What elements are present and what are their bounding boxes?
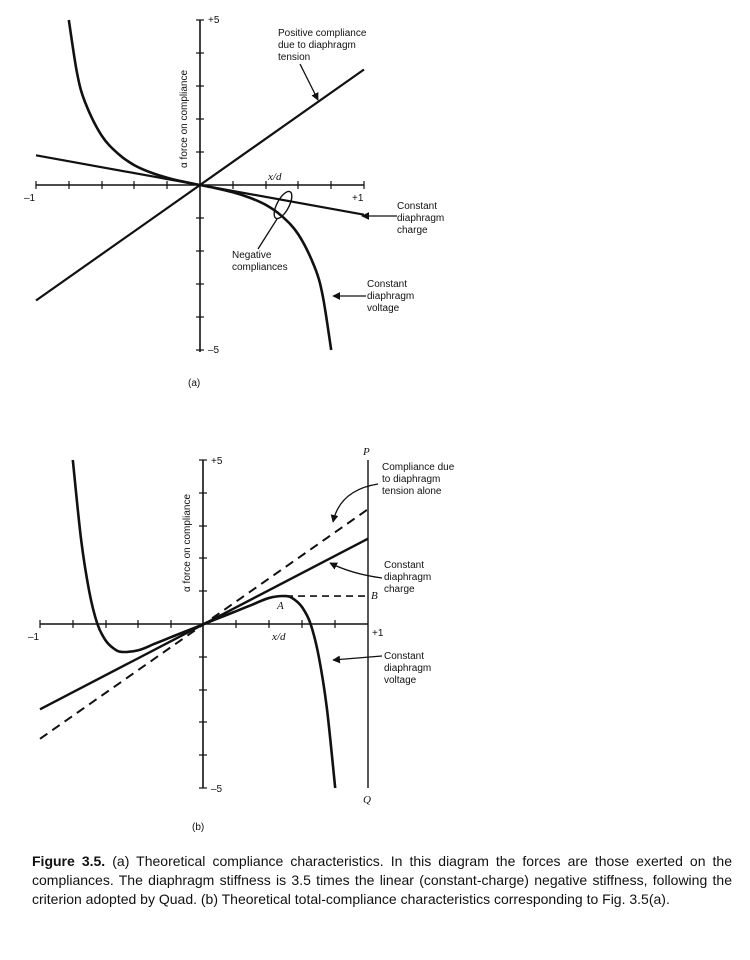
panel-a-annotation-constant-charge: Constant diaphragm charge (397, 201, 447, 236)
panel-a-y-ticks (196, 19, 204, 351)
panel-a-x-ticks (35, 181, 365, 189)
panel-b-annotation-constant-voltage: Constant diaphragm voltage (384, 651, 434, 686)
panel-a-y-axis-label: α force on compliance (179, 70, 190, 168)
panel-b-y-tick-label-min: –5 (211, 784, 223, 795)
panel-a: –1 +1 +5 –5 x/d α force on compliance Po… (24, 15, 447, 389)
panel-b-series-constant-voltage-curve (71, 459, 337, 789)
panel-b-constant-charge-arrow (329, 562, 383, 579)
panel-b-annotation-tension-alone: Compliance due to diaphragm tension alon… (382, 462, 457, 497)
figure-caption-text: (a) Theoretical compliance characteristi… (32, 853, 732, 907)
panel-a-tension-arrow (299, 63, 319, 101)
panel-b-x-tick-label-min: –1 (28, 632, 40, 643)
panel-a-annotation-constant-voltage: Constant diaphragm voltage (367, 279, 417, 314)
panel-a-annotation-negative-compliances: Negative compliances (232, 250, 288, 273)
panel-b-tension-alone-arrow (330, 483, 379, 523)
panel-a-negative-compliance-ellipse (273, 190, 293, 220)
panel-a-negative-compliances-leader (257, 218, 278, 250)
panel-a-annotation-tension: Positive compliance due to diaphragm ten… (278, 28, 369, 63)
panel-b-constant-voltage-arrow (332, 655, 383, 664)
panel-b-y-tick-label-max: +5 (211, 456, 223, 467)
panel-b-x-axis-label: x/d (271, 631, 286, 643)
panel-a-x-tick-label-min: –1 (24, 193, 36, 204)
panel-b-point-label-p: P (362, 446, 370, 458)
panel-a-label: (a) (188, 378, 200, 389)
panel-b-label: (b) (192, 822, 204, 833)
panel-b-point-label-q: Q (363, 794, 371, 806)
panel-a-x-axis-label: x/d (267, 171, 282, 183)
panel-b-annotation-constant-charge: Constant diaphragm charge (384, 560, 434, 595)
panel-b-x-ticks (39, 620, 336, 628)
panel-a-series-constant-voltage-curve (67, 19, 333, 351)
panel-b-point-label-a: A (276, 600, 284, 612)
figure-caption-label: Figure 3.5. (32, 853, 106, 869)
panel-b: P Q A B –1 +1 +5 –5 x/d α force on compl… (28, 446, 457, 833)
panel-a-x-tick-label-max: +1 (352, 193, 364, 204)
panel-b-point-label-b: B (371, 590, 378, 602)
panel-a-y-tick-label-max: +5 (208, 15, 220, 26)
panel-b-y-ticks (199, 459, 207, 789)
panel-b-y-axis-label: α force on compliance (182, 494, 193, 592)
figure-caption: Figure 3.5. (a) Theoretical compliance c… (32, 852, 732, 909)
panel-b-x-tick-label-max: +1 (372, 628, 384, 639)
panel-a-y-tick-label-min: –5 (208, 345, 220, 356)
